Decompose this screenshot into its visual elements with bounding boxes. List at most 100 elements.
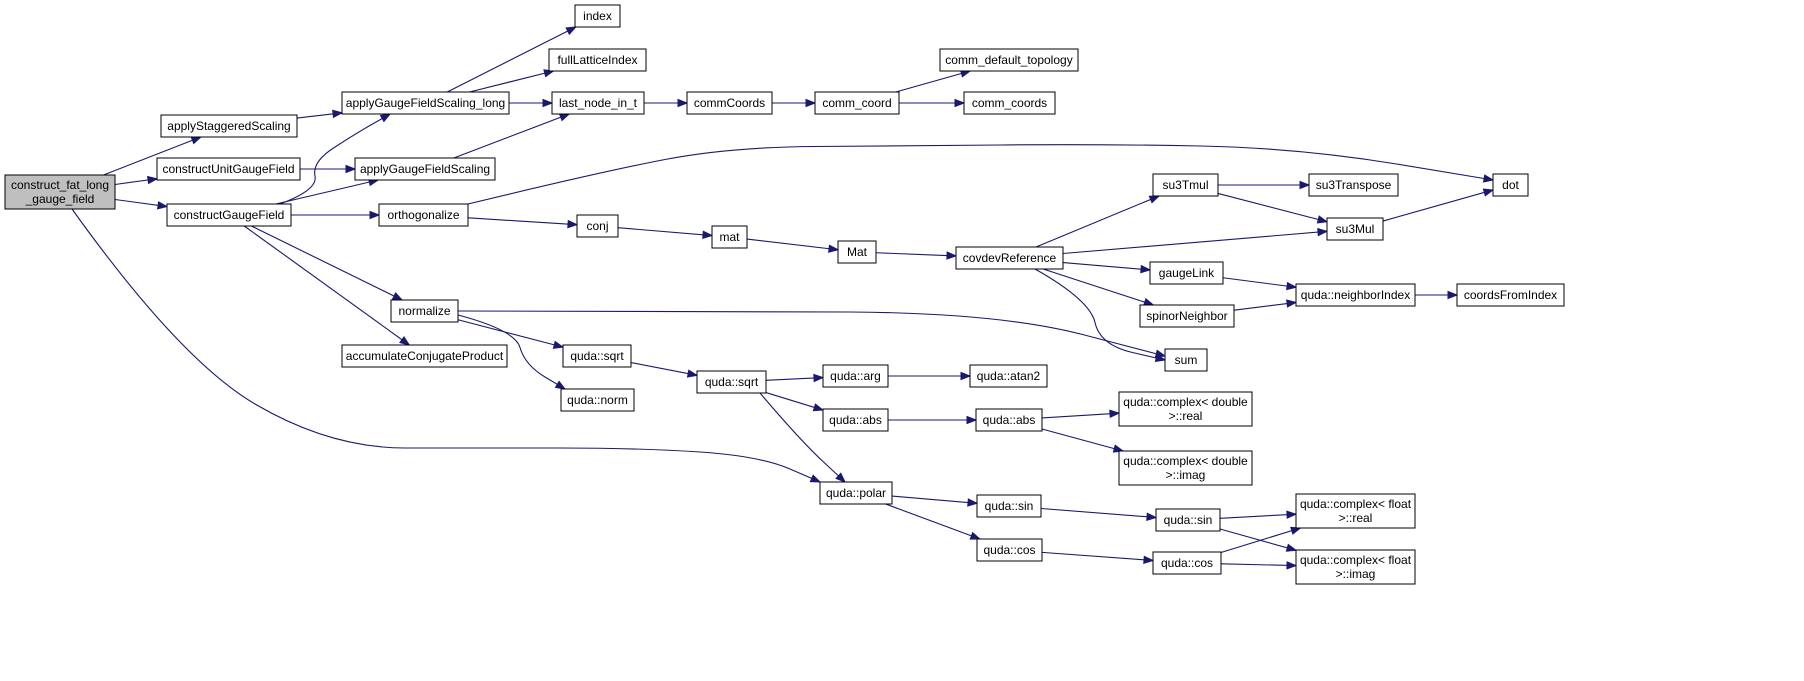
node-norm[interactable]: quda::norm (560, 388, 635, 412)
edge-line (617, 227, 713, 237)
node-covdevReference[interactable]: covdevReference (955, 246, 1064, 270)
node-atan2[interactable]: quda::atan2 (969, 364, 1048, 388)
arrow-head (835, 472, 847, 483)
node-label: >::real (1169, 409, 1203, 423)
node-cf_imag[interactable]: quda::complex< float>::imag (1295, 549, 1416, 585)
node-su3Tmul[interactable]: su3Tmul (1152, 173, 1219, 197)
node-coordsFromIndex[interactable]: coordsFromIndex (1456, 283, 1565, 307)
node-sin2[interactable]: quda::sin (1155, 508, 1221, 532)
node-box (1118, 450, 1253, 486)
edge-line (1041, 551, 1154, 562)
arrow-head (1112, 444, 1125, 453)
node-neighborIndex[interactable]: quda::neighborIndex (1295, 283, 1416, 307)
node-box (696, 370, 767, 394)
edge-line (469, 70, 554, 93)
node-label: quda::abs (829, 413, 882, 427)
node-cd_imag[interactable]: quda::complex< double>::imag (1118, 450, 1253, 486)
node-fullLatticeIndex[interactable]: fullLatticeIndex (548, 48, 647, 72)
node-Mat[interactable]: Mat (837, 240, 877, 264)
node-label: commCoords (694, 96, 765, 110)
node-last_node_in_t[interactable]: last_node_in_t (551, 91, 645, 115)
node-cos2[interactable]: quda::cos (1152, 551, 1222, 575)
node-cd_real[interactable]: quda::complex< double>::real (1118, 391, 1253, 427)
node-applyStaggeredScaling[interactable]: applyStaggeredScaling (160, 114, 298, 138)
node-su3Mul[interactable]: su3Mul (1326, 217, 1384, 241)
node-box (378, 203, 469, 227)
node-box (1155, 508, 1221, 532)
node-sqrt2[interactable]: quda::sqrt (696, 370, 767, 394)
node-label: fullLatticeIndex (557, 53, 637, 67)
edge-neighborIndex-to-coordsFromIndex (1415, 290, 1459, 300)
node-polar[interactable]: quda::polar (819, 481, 893, 505)
arrow-head (702, 230, 714, 239)
node-label: quda::complex< float (1300, 497, 1412, 511)
node-box (1326, 217, 1384, 241)
edge-normalize-to-sum (457, 310, 1167, 358)
node-cos1[interactable]: quda::cos (976, 538, 1043, 562)
edge-applyGaugeFieldScaling_long-to-index (446, 26, 577, 93)
node-constructGaugeField[interactable]: constructGaugeField (166, 203, 292, 227)
node-commCoords[interactable]: commCoords (686, 91, 773, 115)
arrow-head (147, 175, 159, 185)
node-spinorNeighbor[interactable]: spinorNeighbor (1139, 304, 1235, 328)
node-index[interactable]: index (574, 4, 621, 28)
edge-line (103, 136, 202, 176)
node-abs2[interactable]: quda::abs (975, 408, 1043, 432)
node-orthogonalize[interactable]: orthogonalize (378, 203, 469, 227)
node-gaugeLink[interactable]: gaugeLink (1149, 261, 1224, 285)
edge-line (243, 225, 410, 346)
node-box (969, 364, 1048, 388)
node-sqrt1[interactable]: quda::sqrt (562, 344, 632, 368)
node-applyGaugeFieldScaling_long[interactable]: applyGaugeFieldScaling_long (341, 91, 510, 115)
node-sum[interactable]: sum (1164, 348, 1208, 372)
arrow-head (1317, 227, 1329, 237)
node-label: quda::complex< float (1300, 553, 1412, 567)
node-abs1[interactable]: quda::abs (822, 408, 889, 432)
node-accumulateConjugateProduct[interactable]: accumulateConjugateProduct (341, 344, 508, 368)
edge-line (1382, 189, 1494, 222)
node-mat[interactable]: mat (711, 225, 748, 249)
arrow-head (542, 98, 554, 108)
edge-applyGaugeFieldScaling_long-to-last_node_in_t (509, 98, 554, 108)
node-label: normalize (398, 304, 450, 318)
edge-line (1042, 268, 1154, 306)
edge-Mat-to-covdevReference (875, 251, 958, 260)
node-arg[interactable]: quda::arg (822, 364, 889, 388)
node-dot[interactable]: dot (1492, 173, 1529, 197)
edge-spinorNeighbor-to-neighborIndex (1233, 299, 1298, 311)
node-label: comm_coord (822, 96, 891, 110)
edge-line (275, 179, 379, 205)
edge-line (467, 144, 1494, 205)
node-comm_coords[interactable]: comm_coords (963, 91, 1056, 115)
arrow-head (1286, 299, 1298, 308)
node-normalize[interactable]: normalize (390, 299, 459, 323)
edge-root-to-constructGaugeField (114, 198, 169, 210)
node-box (976, 538, 1043, 562)
node-box (574, 4, 621, 28)
node-label: quda::polar (826, 486, 886, 500)
node-sin1[interactable]: quda::sin (976, 494, 1042, 518)
arrow-head (391, 292, 404, 301)
node-label: constructUnitGaugeField (162, 162, 294, 176)
arrow-head (960, 371, 972, 381)
edge-line (1233, 301, 1297, 311)
edge-constructUnitGaugeField-to-applyGaugeFieldScaling (300, 164, 357, 174)
arrow-head (812, 403, 825, 412)
node-applyGaugeFieldScaling[interactable]: applyGaugeFieldScaling (354, 157, 496, 181)
node-cf_real[interactable]: quda::complex< float>::real (1295, 493, 1416, 529)
node-su3Transpose[interactable]: su3Transpose (1308, 173, 1399, 197)
node-comm_coord[interactable]: comm_coord (814, 91, 900, 115)
edge-line (1035, 195, 1160, 248)
node-comm_default_topology[interactable]: comm_default_topology (939, 48, 1079, 72)
node-box (1149, 261, 1224, 285)
arrow-head (969, 531, 982, 540)
node-label: su3Transpose (1316, 178, 1392, 192)
edge-line (746, 238, 839, 251)
edge-sin1-to-sin2 (1040, 507, 1158, 521)
node-box (686, 91, 773, 115)
node-constructUnitGaugeField[interactable]: constructUnitGaugeField (156, 157, 301, 181)
edge-line (453, 113, 570, 159)
edge-line (1219, 513, 1297, 519)
edge-last_node_in_t-to-commCoords (644, 98, 689, 108)
node-conj[interactable]: conj (576, 214, 619, 238)
